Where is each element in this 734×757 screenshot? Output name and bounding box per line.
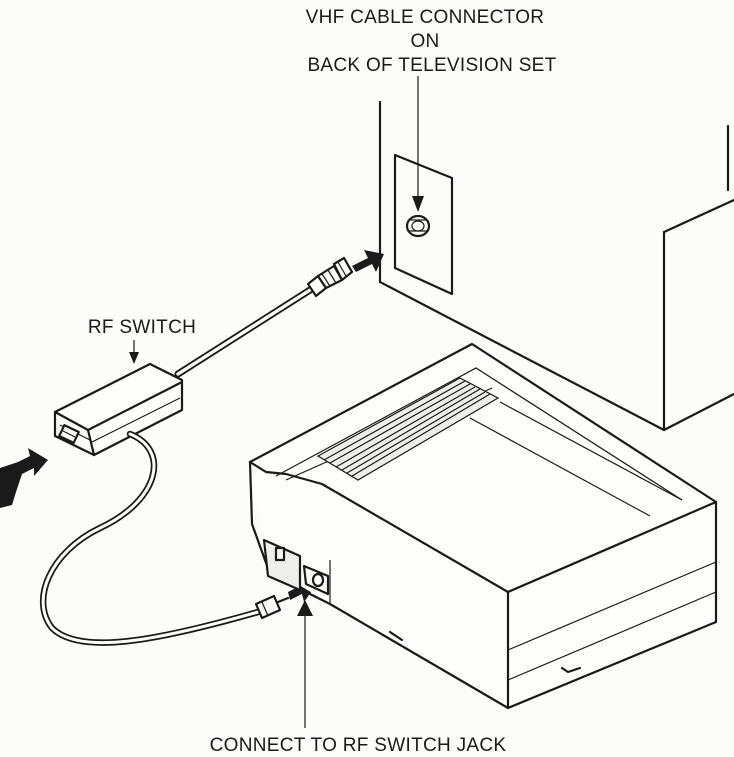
connect-jack-label: CONNECT TO RF SWITCH JACK xyxy=(210,735,507,756)
vhf-label-line2: ON xyxy=(410,31,439,52)
vhf-label-line3: BACK OF TELEVISION SET xyxy=(307,55,556,76)
jack-leader-arrow xyxy=(297,600,313,728)
rf-switch-device xyxy=(53,362,184,457)
console-vents xyxy=(316,377,500,481)
game-console xyxy=(248,342,718,710)
insert-arrow-tv xyxy=(352,250,384,272)
rf-switch-label: RF SWITCH xyxy=(88,317,196,338)
television-set xyxy=(378,100,734,432)
vhf-label-line1: VHF CABLE CONNECTOR xyxy=(306,7,545,28)
input-bent-arrow xyxy=(0,448,48,508)
rf-switch-leader-arrow xyxy=(129,340,139,364)
tv-plug xyxy=(306,256,354,298)
rf-to-tv-cable xyxy=(174,256,354,378)
vhf-leader-arrow xyxy=(412,76,424,212)
rf-to-console-cable xyxy=(39,430,290,646)
rf-switch-jack xyxy=(311,572,325,588)
connector-panel xyxy=(393,153,454,296)
rf-switch-terminal xyxy=(58,424,80,444)
vhf-connector xyxy=(405,214,431,238)
rear-ports xyxy=(262,538,330,596)
vhf-connector-label: VHF CABLE CONNECTOR ON BACK OF TELEVISIO… xyxy=(306,7,557,76)
console-plug xyxy=(254,594,290,620)
